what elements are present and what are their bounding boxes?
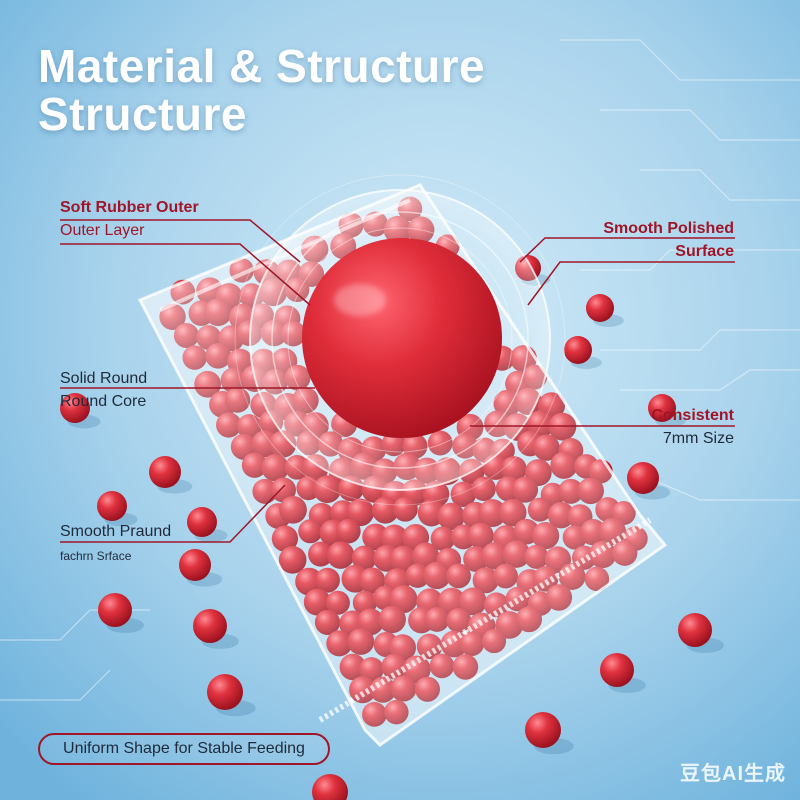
- label-core-1: Solid Round: [60, 370, 148, 387]
- label-smooth-1: Smooth Praund: [60, 523, 172, 540]
- label-smooth-2: fachrn Srface: [60, 549, 132, 563]
- loose-bead: [207, 674, 243, 710]
- loose-bead: [97, 491, 127, 521]
- loose-bead: [648, 394, 676, 422]
- watermark: 豆包AI生成: [680, 763, 786, 785]
- loose-bead: [586, 294, 614, 322]
- label-core-2: Round Core: [60, 393, 147, 410]
- loose-bead: [60, 393, 90, 423]
- page-title-line-2: Structure: [38, 88, 247, 140]
- feature-badge: Uniform Shape for Stable Feeding: [38, 733, 330, 765]
- label-size-1: Consistent: [651, 407, 734, 424]
- loose-bead: [564, 336, 592, 364]
- feature-badge-label: Uniform Shape for Stable Feeding: [63, 740, 305, 757]
- loose-bead: [149, 456, 181, 488]
- loose-bead: [525, 712, 561, 748]
- loose-bead: [179, 549, 211, 581]
- leader-lines: [60, 219, 735, 543]
- label-outer-title: Soft Rubber Outer: [60, 199, 199, 216]
- magnified-ball: [302, 238, 502, 438]
- loose-bead: [98, 593, 132, 627]
- loose-bead: [678, 613, 712, 647]
- page-title: Material & Structure: [38, 40, 486, 92]
- loose-bead: [187, 507, 217, 537]
- loose-bead: [627, 462, 659, 494]
- loose-bead: [193, 609, 227, 643]
- label-surface-2: Surface: [675, 243, 734, 260]
- label-size-2: 7mm Size: [662, 430, 734, 447]
- loose-bead: [600, 653, 634, 687]
- loose-bead: [312, 774, 348, 800]
- label-surface-1: Smooth Polished: [603, 220, 734, 237]
- label-outer-sub: Outer Layer: [60, 222, 145, 239]
- scattered-beads: [60, 255, 724, 800]
